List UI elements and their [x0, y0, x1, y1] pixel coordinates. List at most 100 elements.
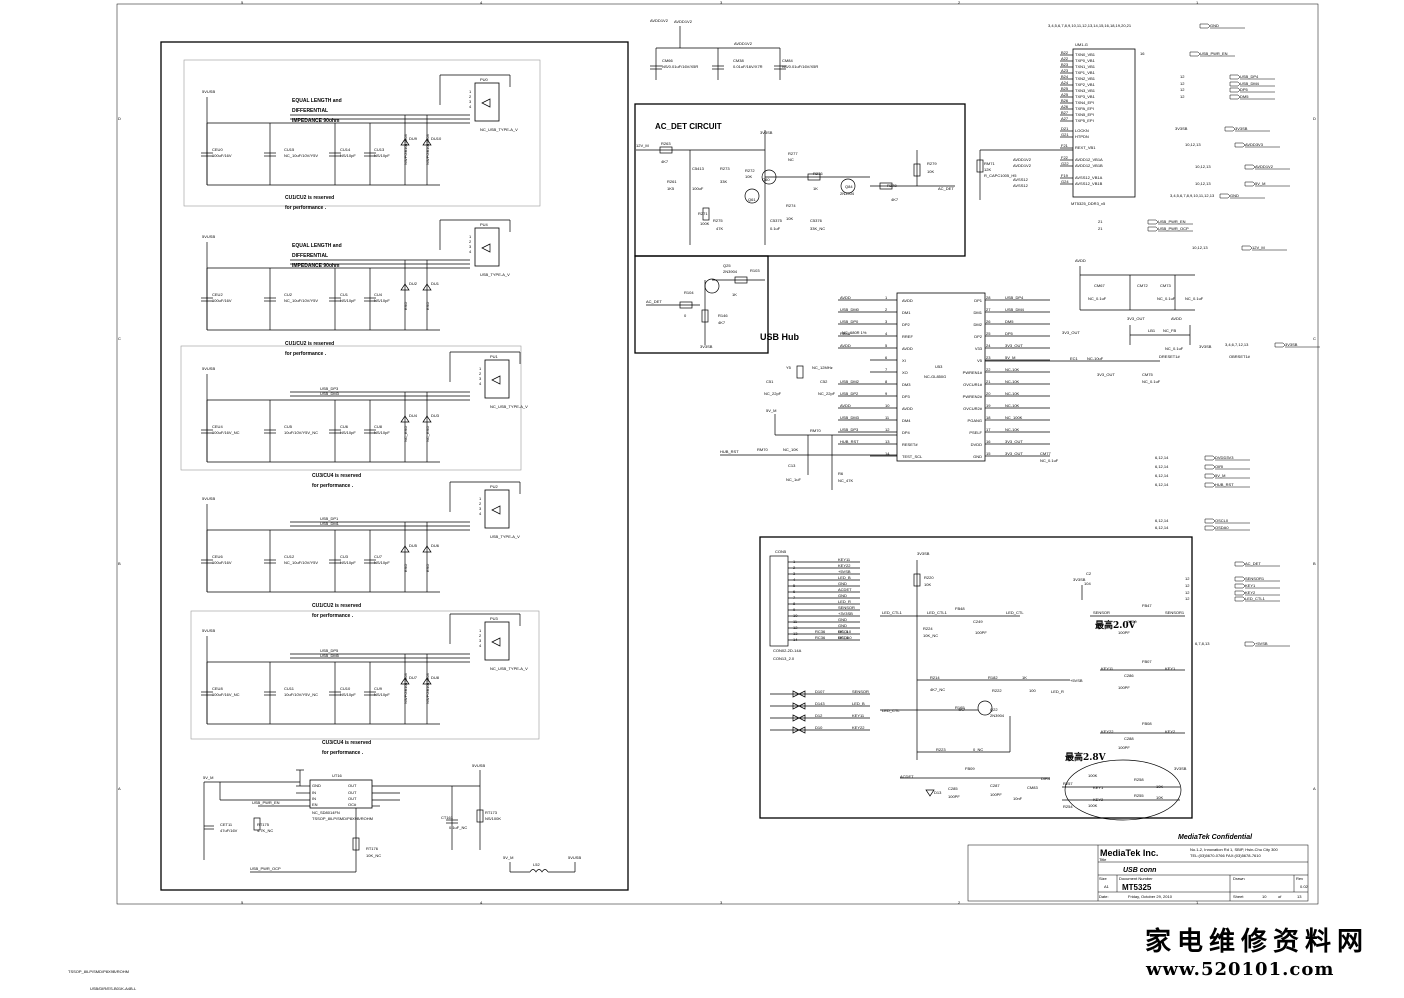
res-ref: R274 [786, 203, 796, 208]
cap-ref: CU4 [374, 292, 383, 297]
sheet-frame [116, 3, 1319, 905]
offpage-ref: 21 [1098, 226, 1103, 231]
pin-label: DM3 [902, 382, 911, 387]
cap-ref: CM77 [1040, 451, 1051, 456]
net-label: AVDD [840, 403, 851, 408]
cap-ref: CM66 [662, 58, 673, 63]
cap-ref: C5376 [810, 218, 823, 223]
res-val: NC_47K [838, 478, 853, 483]
offpage-net: GND [1210, 23, 1219, 28]
offpage-ref: 6,12,14 [1155, 482, 1169, 487]
inductor-ref: L52 [533, 862, 540, 867]
offpage-net: DM5 [1240, 94, 1249, 99]
offpage-net: AVDD1V2 [1255, 164, 1274, 169]
pin-num: 1 [885, 295, 888, 300]
pin-num: 1 [469, 89, 472, 94]
pin-num: 2 [479, 633, 482, 638]
conn-name: CON13_2.0 [773, 656, 795, 661]
pin-num: 1 [479, 628, 482, 633]
diode-ref: DU9 [409, 136, 418, 141]
cap-ref: CM72 [1137, 283, 1148, 288]
conn-ref: PU1 [490, 354, 499, 359]
docnum-value: MT5325 [1122, 883, 1152, 892]
res-val: 4K7 [661, 159, 669, 164]
pin-num: 2 [469, 94, 472, 99]
offpage-arrow-icon [1234, 590, 1246, 596]
cap-val: 10uF/10V/Y5V_NC [284, 692, 318, 697]
cap-val: 0.1uF [770, 226, 781, 231]
pin-label: DP3 [902, 394, 911, 399]
res-ref: RT175 [257, 822, 270, 827]
rail-label: 5VUSB [472, 763, 485, 768]
transistor-q84 [840, 178, 856, 194]
diode-val: ESD [403, 564, 408, 572]
net-label: LED_R [1051, 689, 1064, 694]
offpage-arrow-icon [1224, 126, 1236, 132]
usb-connector [474, 227, 500, 267]
net-label: SENSOR1 [1165, 610, 1185, 615]
port-note: for performance . [312, 483, 354, 489]
net-label: USB_DM3 [320, 391, 340, 396]
res-ref: R261 [667, 179, 677, 184]
ball-ref: F19 [1061, 173, 1069, 178]
diode-icon [792, 690, 800, 698]
offpage-arrow-icon [1234, 142, 1246, 148]
cap-val: NS/10pF [374, 560, 390, 565]
cap-val: 104 [1084, 581, 1091, 586]
pin-num: 11 [885, 415, 890, 420]
hub-power: AVDD CM67 NC_0.1uF CM72 NC_0.1uF CM73 NC… [985, 258, 1251, 463]
offpage-arrow-icon [1234, 576, 1246, 582]
res-val: NC_0 [838, 635, 849, 640]
cap-val: NS/10pF [340, 560, 356, 565]
ball-ref: A25 [1061, 92, 1069, 97]
usb-hub: U53 NC-GL850G AVDD1AVDDDM12USB_DM0DP23US… [838, 292, 1050, 462]
pin-num: 2 [793, 565, 796, 570]
footer-note: USB/DIR/ES-B01K-A4B-L [90, 986, 137, 991]
rail-label: 5VUSB [202, 89, 215, 94]
res-ref: R104 [684, 290, 694, 295]
diode-ref: D107 [815, 689, 825, 694]
res-ref: R276 [813, 171, 823, 176]
diode-ref: DU2 [409, 281, 418, 286]
pin-label: TEST_SCL [902, 454, 923, 459]
net-label: USB_DP1 [320, 516, 339, 521]
res-val: 0 [684, 313, 687, 318]
pin-num: 4 [469, 104, 472, 109]
ic-ref: U53 [935, 364, 943, 369]
net-label: GND [838, 581, 847, 586]
cap-val: NC_1uF [786, 477, 801, 482]
pin-num: 5 [885, 343, 888, 348]
pin-num: 2 [479, 371, 482, 376]
offpage-net: USB_PWR_EN [1158, 219, 1186, 224]
pin-label: GND [973, 454, 982, 459]
pin-num: 20 [986, 391, 991, 396]
res-val: 10K_NC [366, 853, 381, 858]
offpage-net: DP5 [1240, 87, 1249, 92]
res-ref: R214 [930, 675, 940, 680]
cap-val: NC_10uF/10V/Y5V [284, 153, 318, 158]
diode-ref: DU7 [409, 675, 418, 680]
pin-num: 1 [479, 366, 482, 371]
pin-num: 3 [793, 571, 796, 576]
ball-ref: B22 [1061, 50, 1069, 55]
net-label: 3V3_OUT [1127, 316, 1145, 321]
cap-ref: C13 [788, 463, 796, 468]
res-ref: R271 [698, 211, 708, 216]
res-val: NC [788, 157, 794, 162]
res-ref: R275 [713, 218, 723, 223]
company-address: No.1-2, Innovation Rd 1, SBIP, Hsin-Chu … [1190, 847, 1279, 852]
net-label: AVSS12 [1013, 177, 1029, 182]
pin-label: AVDD12_VB1A [1075, 157, 1103, 162]
pin-label: TXN0_VB1 [1075, 52, 1096, 57]
port-note-title: EQUAL LENGTH and [292, 98, 342, 104]
transistor-ref: Q25 [723, 263, 731, 268]
cap-ref: C249 [973, 619, 983, 624]
ac-det-title: AC_DET CIRCUIT [655, 122, 722, 131]
res-val: 10K [786, 216, 793, 221]
usb-port-3: 5VUSBCEU6100uF/16VCU12NC_10uF/10V/Y5VCU3… [201, 481, 521, 619]
cap-val: NS/0.01uF/16V/X5R [662, 64, 698, 69]
rev-value: 0.02 [1300, 884, 1309, 889]
row-mark: A [118, 786, 121, 791]
